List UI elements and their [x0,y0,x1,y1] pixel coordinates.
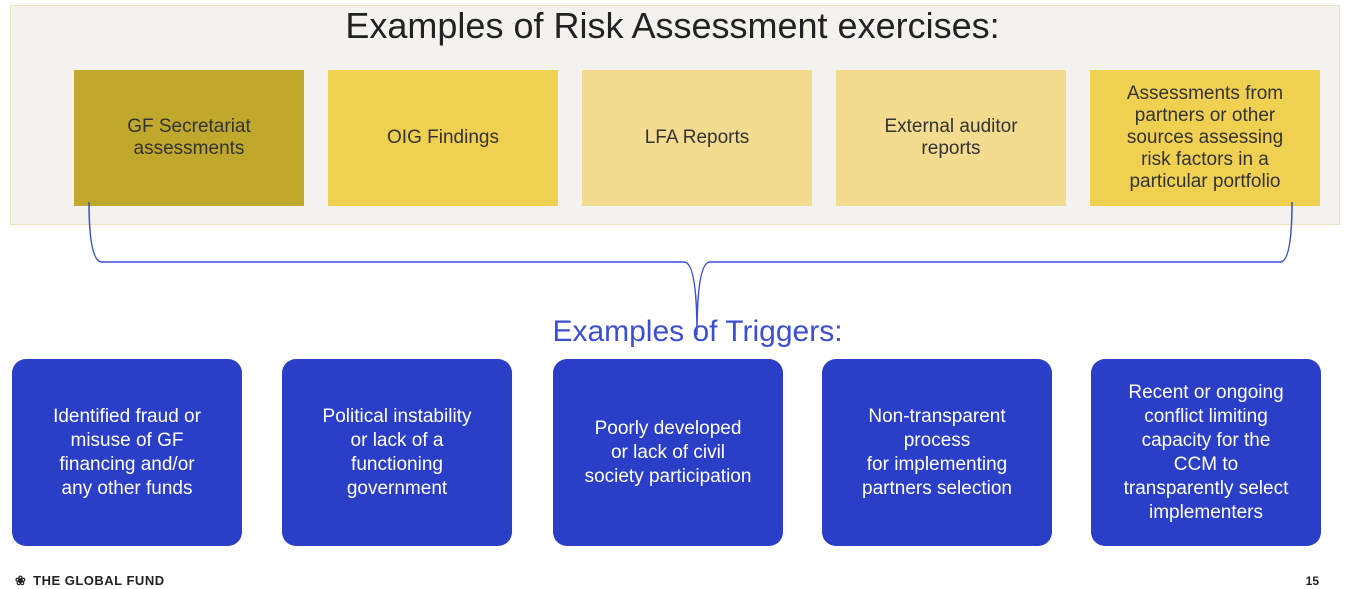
global-fund-logo: ❀ THE GLOBAL FUND [15,573,165,589]
main-title: Examples of Risk Assessment exercises: [345,5,1000,46]
trigger-box-ongoing-conflict: Recent or ongoing conflict limiting capa… [1091,359,1321,546]
global-fund-logo-icon: ❀ [15,573,27,588]
trigger-box-political-instability: Political instability or lack of a funct… [282,359,512,546]
assessment-box-lfa-reports: LFA Reports [582,70,812,206]
trigger-box-non-transparent-process: Non-transparent process for implementing… [822,359,1052,546]
triggers-title: Examples of Triggers: [552,315,843,348]
logo-text: THE GLOBAL FUND [33,573,165,588]
assessment-box-gf-secretariat: GF Secretariat assessments [74,70,304,206]
trigger-box-civil-society: Poorly developed or lack of civil societ… [553,359,783,546]
page-number: 15 [1305,574,1319,588]
assessment-box-oig-findings: OIG Findings [328,70,558,206]
assessment-box-partner-assessments: Assessments from partners or other sourc… [1090,70,1320,206]
assessment-box-external-auditor: External auditor reports [836,70,1066,206]
trigger-box-fraud: Identified fraud or misuse of GF financi… [12,359,242,546]
